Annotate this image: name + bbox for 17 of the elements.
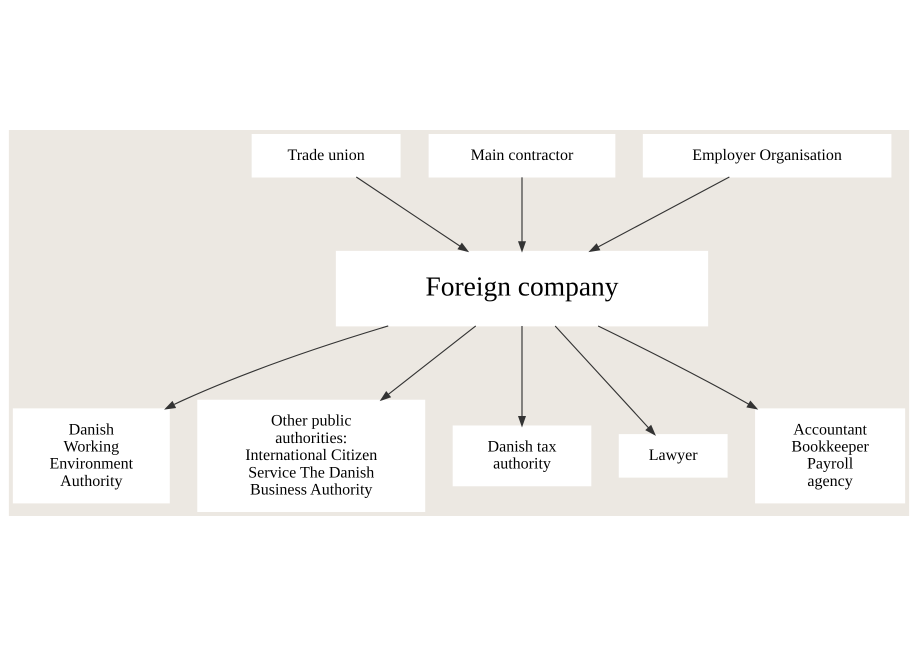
arrow	[356, 176, 470, 252]
arrow	[518, 177, 526, 253]
node-box: Danish tax authority	[452, 426, 592, 486]
arrow	[164, 325, 388, 410]
arrow	[598, 326, 758, 410]
arrow	[554, 326, 656, 436]
node-box: Main contractor	[428, 134, 616, 178]
arrow	[380, 326, 476, 402]
node-box: Accountant Bookkeeper Payroll agency	[755, 408, 906, 504]
arrow	[518, 326, 526, 428]
node-box: Lawyer	[618, 434, 728, 478]
node-box: Danish Working Environment Authority	[12, 408, 170, 504]
node-box: Trade union	[252, 134, 401, 178]
node-box: Other public authorities: International Citizen Service The Danish Business Authority	[197, 400, 426, 512]
node-box: Foreign company	[336, 250, 708, 326]
node-box: Employer Organisation	[642, 134, 892, 178]
arrow	[588, 176, 730, 252]
